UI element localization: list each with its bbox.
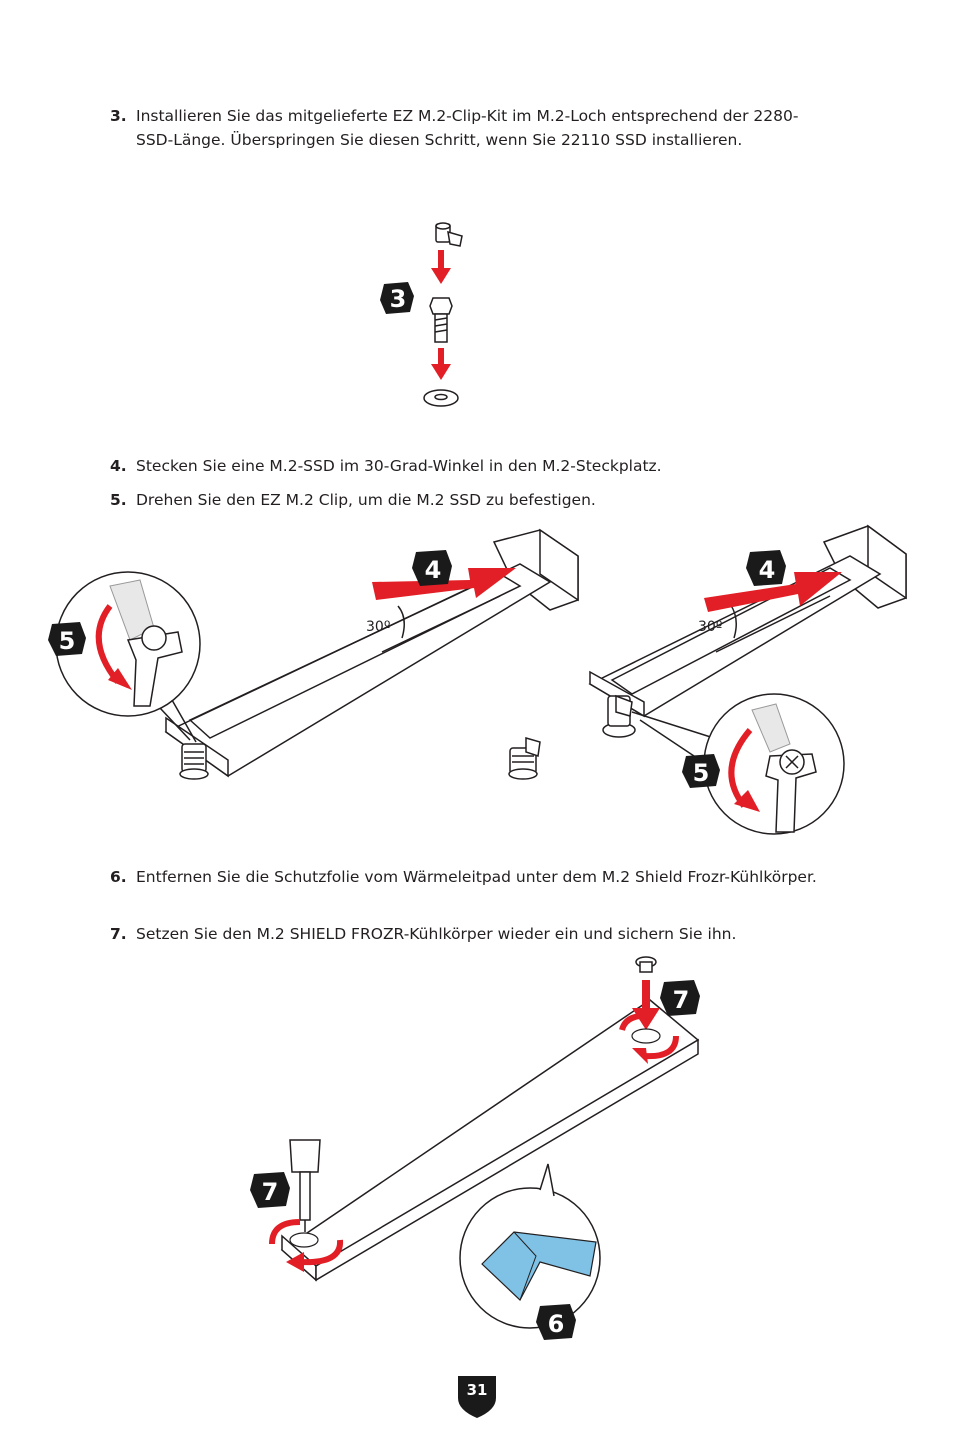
step-7-badge: 7 — [250, 1172, 290, 1208]
zoom-bubble-left — [55, 571, 201, 743]
ez-clip-icon — [508, 737, 541, 780]
step-5-badge: 5 — [682, 754, 720, 788]
angle-marker-left: 30º — [366, 605, 405, 639]
washer-icon — [423, 389, 459, 407]
step-6: 6. Entfernen Sie die Schutzfolie vom Wär… — [110, 865, 830, 889]
step-6-badge: 6 — [536, 1304, 576, 1340]
angle-label: 30º — [366, 619, 390, 635]
step-number: 4. — [110, 457, 127, 475]
step-3: 3. Installieren Sie das mitgelieferte EZ… — [110, 104, 830, 152]
screwdriver-icon — [289, 1139, 321, 1232]
insert-arrow-icon — [704, 572, 842, 612]
step-6-badge-label: 6 — [548, 1310, 565, 1338]
zoom-bubble-right — [631, 693, 845, 835]
step-text: Setzen Sie den M.2 SHIELD FROZR-Kühlkörp… — [136, 925, 737, 943]
step-7: 7. Setzen Sie den M.2 SHIELD FROZR-Kühlk… — [110, 922, 830, 946]
step-4-badge-label: 4 — [425, 556, 442, 584]
step-5-badge-label: 5 — [59, 627, 76, 655]
angle-label: 30º — [698, 619, 722, 635]
step-4: 4. Stecken Sie eine M.2-SSD im 30-Grad-W… — [110, 454, 830, 478]
step-number: 3. — [110, 107, 127, 125]
ez-clip-icon — [602, 694, 636, 738]
standoff-icon — [429, 297, 453, 343]
step-text: Entfernen Sie die Schutzfolie vom Wärmel… — [136, 868, 817, 886]
step-7-badge-label: 7 — [262, 1178, 279, 1206]
step-3-badge-label: 3 — [390, 285, 407, 313]
step-7-badge-label: 7 — [673, 986, 690, 1014]
arrow-down-icon — [431, 250, 451, 284]
arrow-down-icon — [431, 348, 451, 380]
step-number: 5. — [110, 491, 127, 509]
thermal-pad-bubble — [459, 1163, 601, 1329]
step-4-badge: 4 — [746, 550, 786, 586]
page-number-badge — [458, 1376, 496, 1418]
rotate-arrow-icon — [269, 1219, 344, 1272]
step-5-badge: 5 — [48, 622, 86, 656]
step-7-badge: 7 — [660, 980, 700, 1016]
step-5: 5. Drehen Sie den EZ M.2 Clip, um die M.… — [110, 488, 830, 512]
step-number: 7. — [110, 925, 127, 943]
rotate-arrow-icon — [619, 1012, 679, 1064]
ez-clip-icon — [435, 222, 463, 247]
page-number: 31 — [466, 1381, 488, 1399]
step-4-badge: 4 — [412, 550, 452, 586]
step-4-badge-label: 4 — [759, 556, 776, 584]
standoff-icon — [179, 743, 209, 780]
step-text: Installieren Sie das mitgelieferte EZ M.… — [136, 107, 799, 149]
step-text: Stecken Sie eine M.2-SSD im 30-Grad-Wink… — [136, 457, 662, 475]
step-5-badge-label: 5 — [693, 759, 710, 787]
step-number: 6. — [110, 868, 127, 886]
m2-slot-left — [492, 528, 579, 611]
step-3-badge: 3 — [380, 282, 414, 314]
screw-icon — [635, 956, 657, 973]
step-text: Drehen Sie den EZ M.2 Clip, um die M.2 S… — [136, 491, 596, 509]
